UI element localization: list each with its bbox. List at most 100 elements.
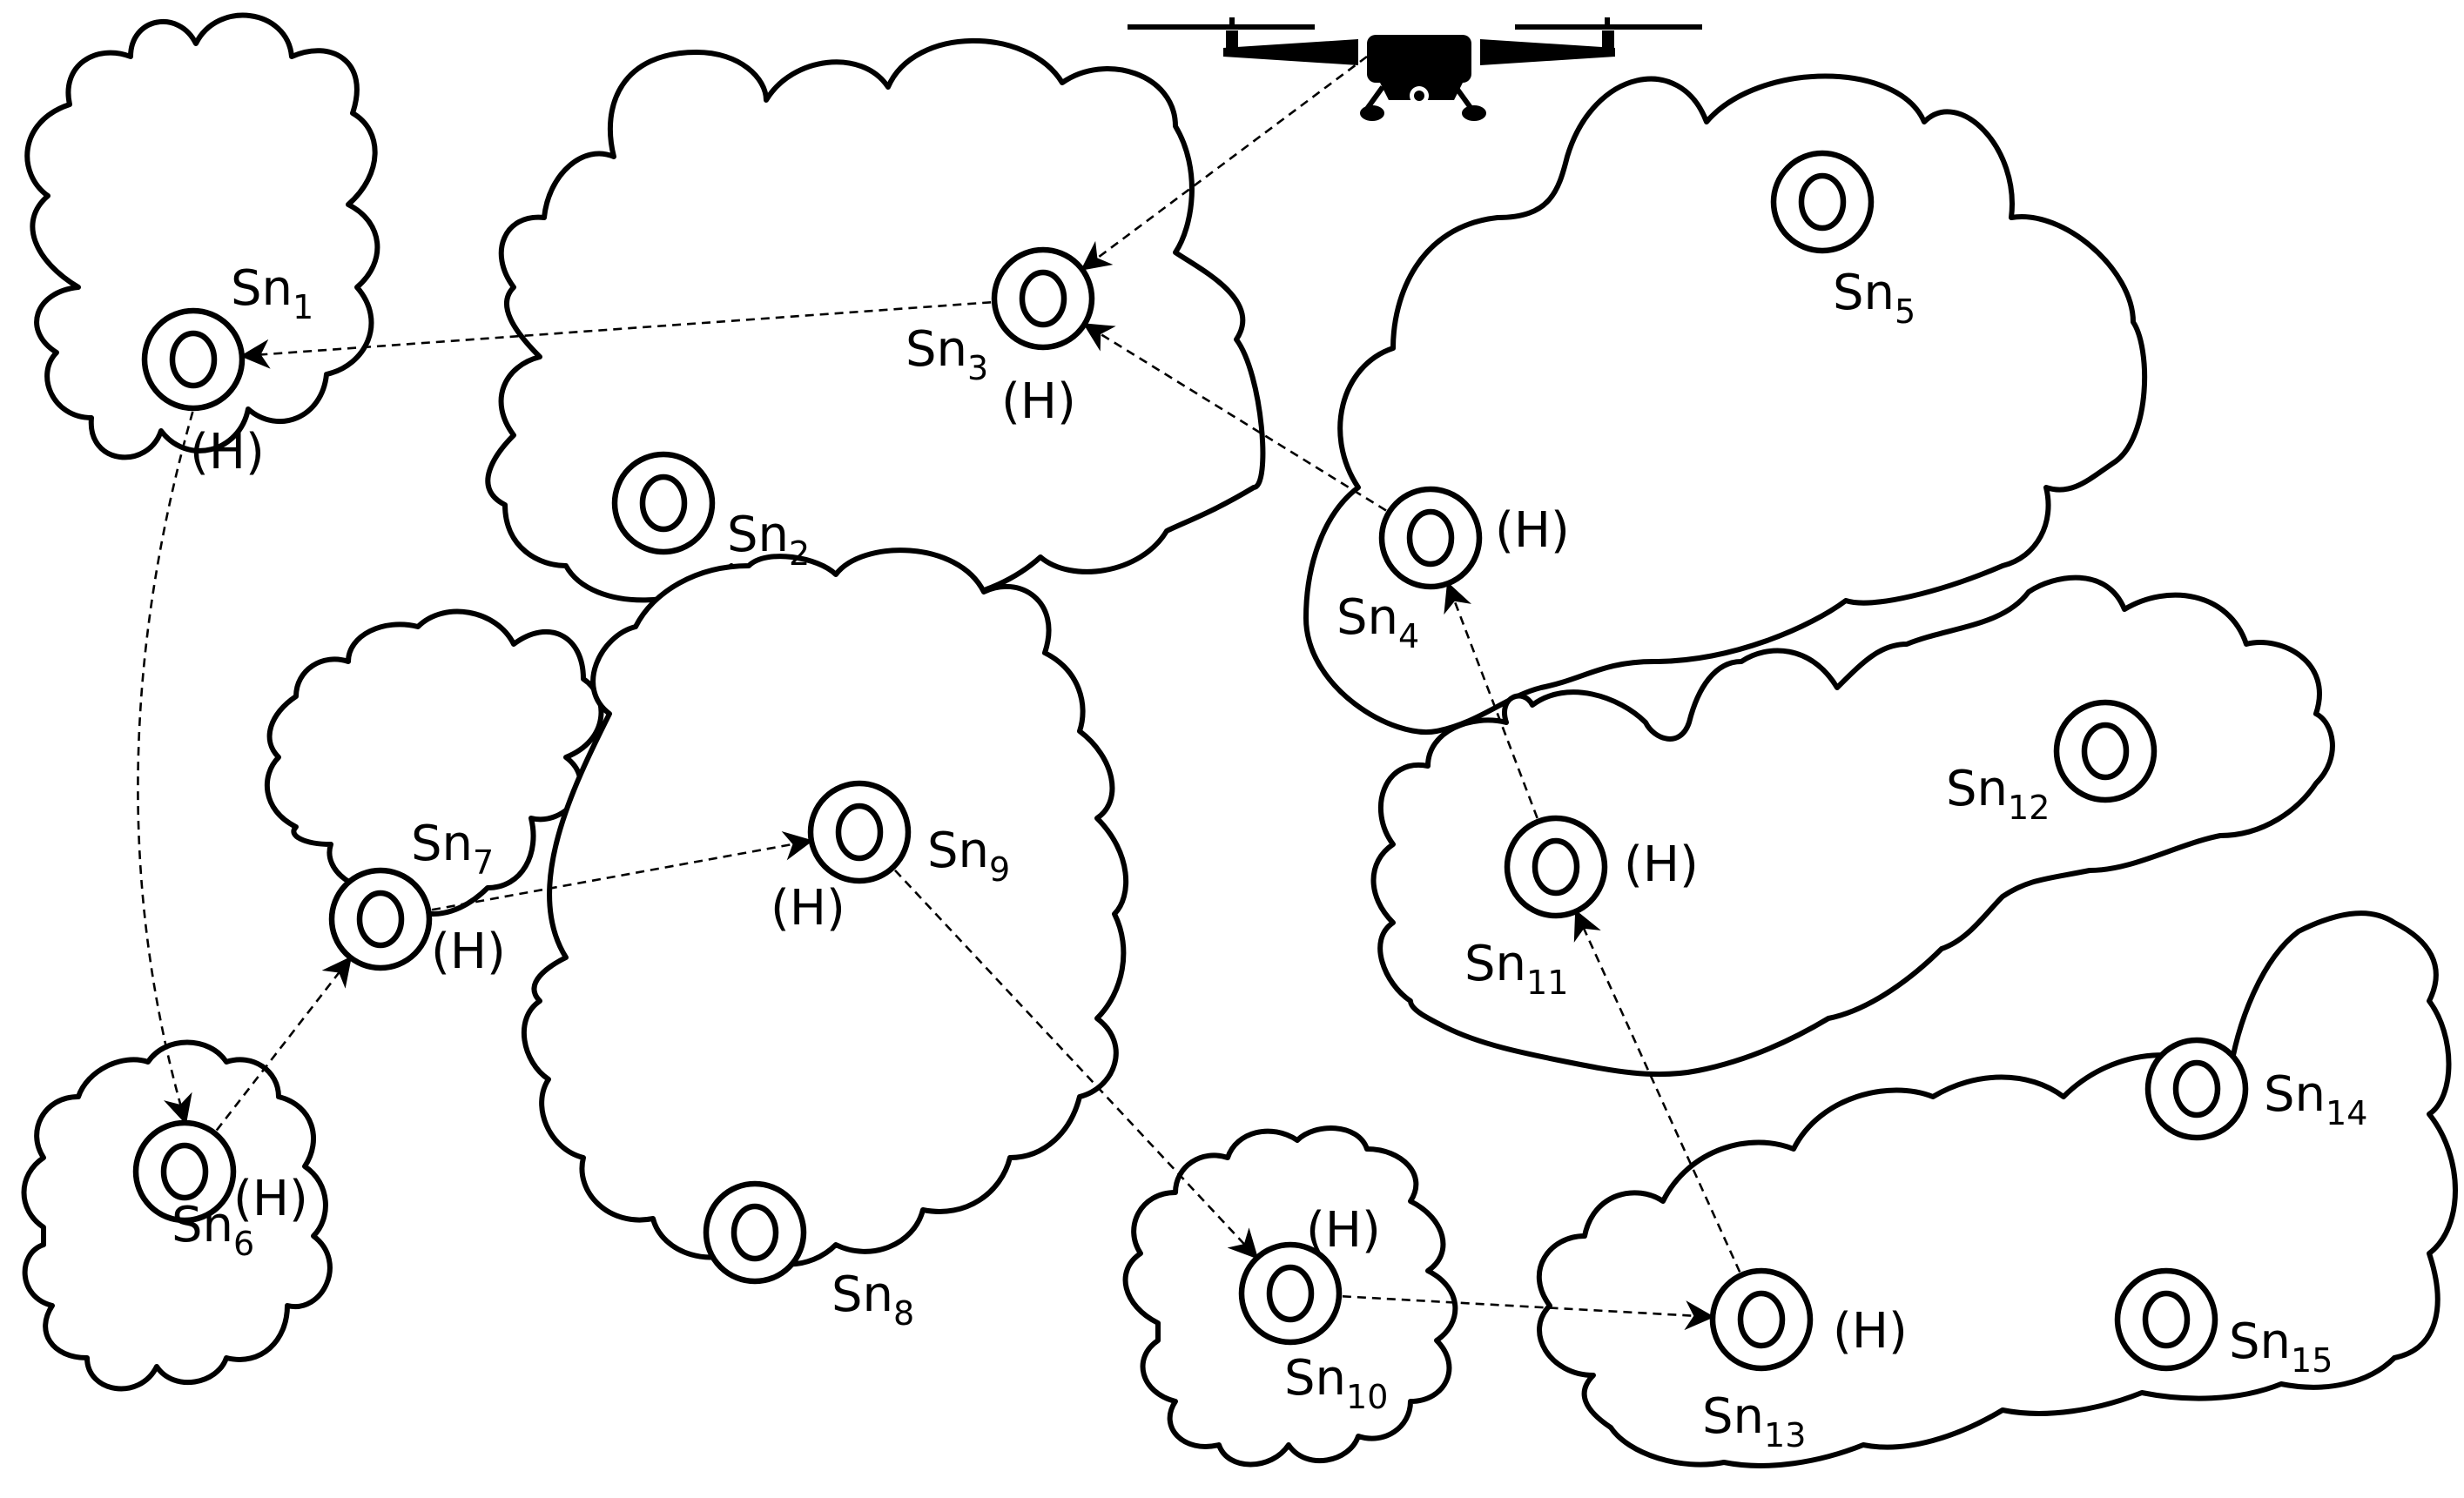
routing-links [137, 55, 1741, 1331]
sensor-node-core [1737, 1290, 1786, 1349]
drone-icon [1128, 17, 1702, 121]
node-label-4: Sn4 [1336, 589, 1419, 655]
sensor-node-core [356, 890, 405, 949]
sensor-node-core [835, 803, 884, 862]
node-label-subscript: 12 [2008, 789, 2050, 827]
sensor-node-8: Sn8 [703, 1180, 914, 1333]
node-label-prefix: Sn [1946, 761, 2008, 817]
node-label-prefix: Sn [2264, 1066, 2326, 1123]
head-marker-9: (H) [771, 880, 845, 937]
sensor-node-icon [807, 780, 912, 884]
cluster-2 [485, 37, 1266, 607]
node-label-15: Sn15 [2229, 1313, 2333, 1380]
sensor-node-core [1532, 837, 1580, 897]
sensor-node-9: Sn9 (H) [771, 780, 1010, 937]
node-label-10: Sn10 [1284, 1350, 1388, 1416]
sensor-node-icon [2114, 1267, 2218, 1372]
node-label-subscript: 2 [789, 534, 810, 573]
node-label-subscript: 11 [1526, 964, 1568, 1002]
node-label-12: Sn12 [1946, 761, 2050, 827]
sensor-node-15: Sn15 [2114, 1267, 2333, 1380]
sensor-node-core [1266, 1264, 1315, 1323]
node-label-6: Sn6 [172, 1197, 254, 1263]
node-label-subscript: 9 [989, 850, 1010, 889]
sensor-node-13: Sn13 (H) [1702, 1267, 1908, 1454]
head-marker-10: (H) [1306, 1202, 1381, 1259]
node-label-3: Sn3 [905, 321, 988, 387]
node-label-1: Sn1 [231, 260, 313, 326]
sensor-node-icon [1378, 486, 1483, 590]
link-7-to-9 [431, 830, 814, 911]
sensor-node-6: Sn6(H) [132, 1119, 308, 1263]
sensor-node-icon [2144, 1037, 2249, 1141]
head-marker-4: (H) [1495, 502, 1570, 559]
sensor-node-5: Sn5 [1770, 150, 1915, 331]
sensor-node-4: Sn4 (H) [1336, 486, 1570, 655]
head-marker-7: (H) [431, 924, 506, 980]
head-marker-6: (H) [233, 1171, 308, 1227]
sensor-node-icon [1238, 1241, 1343, 1346]
sensor-node-icon [1709, 1267, 1814, 1372]
head-marker-13: (H) [1833, 1303, 1908, 1360]
sensor-node-12: Sn12 [1946, 699, 2158, 827]
sensor-node-14: Sn14 [2144, 1037, 2367, 1141]
sensor-node-core [160, 1142, 209, 1201]
sensor-node-icon [132, 1119, 237, 1224]
sensor-node-core [2172, 1059, 2221, 1118]
link-6-to-7 [215, 956, 353, 1132]
sensor-node-3: Sn3(H) [905, 246, 1095, 430]
sensor-node-core [2142, 1290, 2191, 1349]
sensor-node-icon [1770, 150, 1875, 254]
node-label-subscript: 6 [233, 1225, 254, 1263]
node-label-subscript: 14 [2326, 1094, 2367, 1132]
sensor-node-core [169, 330, 218, 389]
node-label-prefix: Sn [727, 507, 789, 563]
sensor-node-icon [328, 867, 433, 971]
head-marker-11: (H) [1624, 836, 1699, 893]
sensor-node-icon [1504, 815, 1608, 919]
sensor-node-7: Sn7 (H) [328, 816, 506, 980]
node-label-5: Sn5 [1833, 265, 1915, 331]
cluster-1 [24, 12, 380, 460]
node-label-subscript: 15 [2291, 1341, 2333, 1380]
sensor-node-core [1798, 172, 1847, 232]
sensor-nodes: Sn1(H)Sn2Sn3(H)Sn4(H)Sn5Sn6(H)Sn7(H)Sn8S… [132, 150, 2367, 1454]
sensor-node-icon [991, 246, 1095, 351]
node-label-7: Sn7 [411, 816, 494, 882]
node-label-prefix: Sn [905, 321, 967, 378]
node-label-prefix: Sn [831, 1266, 893, 1323]
node-label-2: Sn2 [727, 507, 810, 573]
node-label-subscript: 5 [1895, 292, 1915, 331]
node-label-prefix: Sn [1464, 936, 1526, 992]
node-label-subscript: 7 [473, 843, 494, 882]
sensor-node-2: Sn2 [611, 451, 810, 573]
cluster-6 [521, 547, 1129, 1267]
sensor-node-core [1406, 508, 1455, 568]
node-label-11: Sn11 [1464, 936, 1568, 1002]
node-label-subscript: 1 [293, 288, 313, 326]
sensor-node-icon [611, 451, 716, 555]
sensor-node-icon [703, 1180, 807, 1285]
node-label-subscript: 3 [967, 349, 988, 387]
node-label-subscript: 10 [1346, 1378, 1388, 1416]
sensor-node-10: Sn10 (H) [1238, 1202, 1388, 1416]
node-label-subscript: 13 [1764, 1416, 1806, 1454]
node-label-prefix: Sn [1702, 1388, 1764, 1445]
head-marker-1: (H) [190, 424, 265, 480]
node-label-subscript: 8 [893, 1294, 914, 1333]
node-label-prefix: Sn [1284, 1350, 1346, 1407]
sensor-node-icon [141, 307, 246, 412]
sensor-node-1: Sn1 (H) [141, 260, 313, 480]
node-label-prefix: Sn [1336, 589, 1398, 646]
sensor-node-core [2081, 722, 2130, 781]
node-label-14: Sn14 [2264, 1066, 2367, 1132]
node-label-13: Sn13 [1702, 1388, 1806, 1454]
link-13-to-11 [1573, 909, 1741, 1273]
node-label-prefix: Sn [927, 823, 989, 879]
link-1-to-6 [137, 411, 194, 1125]
sensor-node-11: Sn11 (H) [1464, 815, 1699, 1002]
node-label-prefix: Sn [2229, 1313, 2291, 1370]
node-label-prefix: Sn [411, 816, 473, 872]
node-label-8: Sn8 [831, 1266, 914, 1333]
